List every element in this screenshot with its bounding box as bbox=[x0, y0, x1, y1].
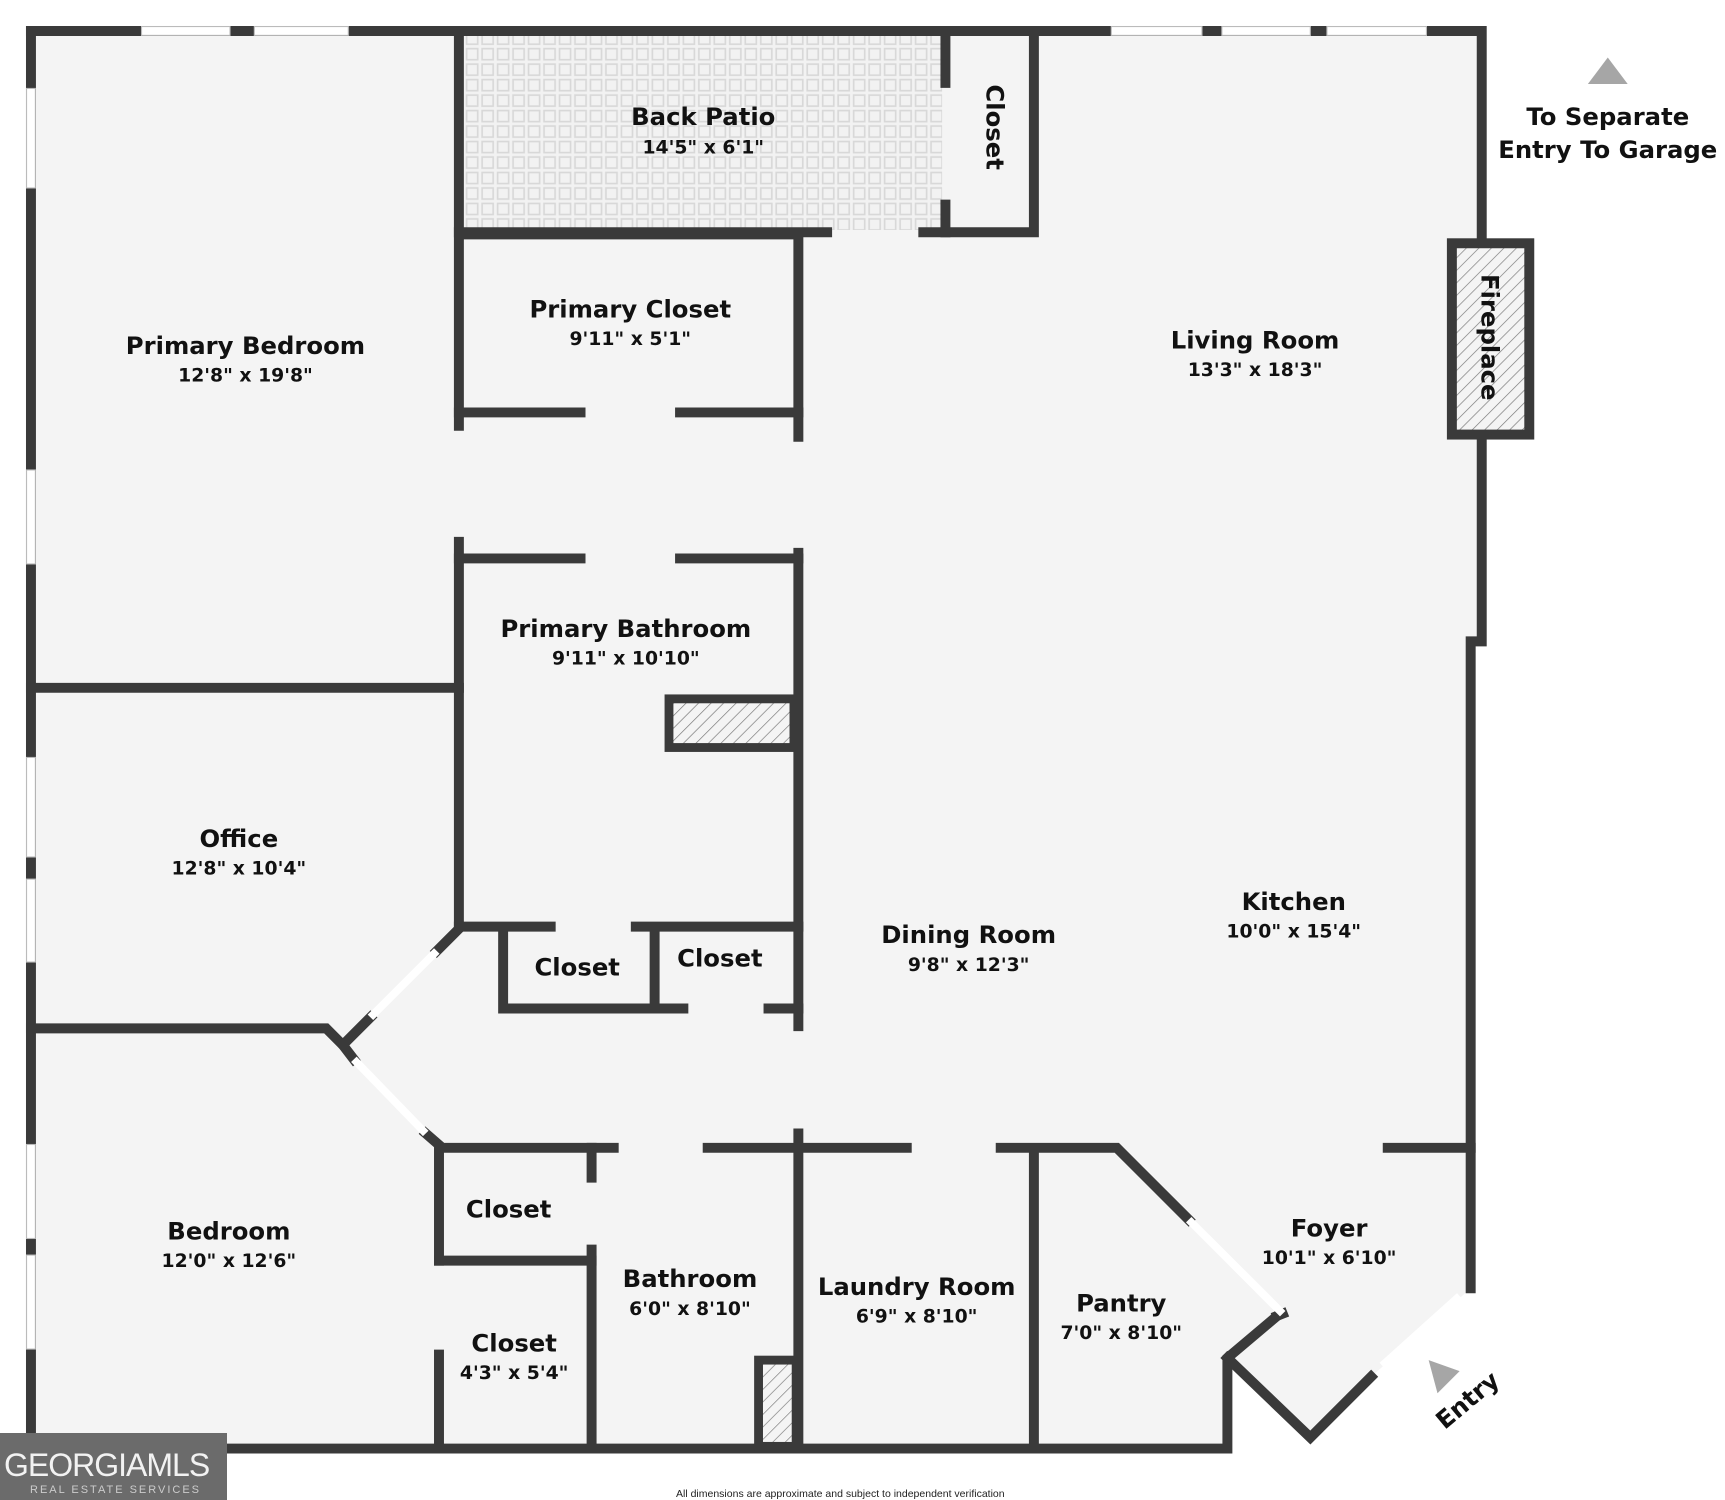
room-name: Foyer bbox=[1291, 1213, 1368, 1242]
exterior-wall bbox=[25, 25, 1487, 1294]
room-name: Bathroom bbox=[623, 1264, 758, 1293]
room-name: Closet bbox=[471, 1328, 557, 1357]
windows bbox=[25, 25, 1427, 1350]
entry-arrow-icon bbox=[1428, 1360, 1460, 1394]
room-name: Bedroom bbox=[167, 1217, 290, 1246]
entry-bay-wall bbox=[1220, 1350, 1379, 1445]
fireplace bbox=[1446, 238, 1535, 440]
exterior-wall-bottom bbox=[25, 25, 1285, 1454]
room-dims: 12'8" x 10'4" bbox=[172, 859, 307, 880]
room-name: Kitchen bbox=[1242, 887, 1346, 916]
room-name: Closet bbox=[466, 1194, 552, 1223]
disclaimer: All dimensions are approximate and subje… bbox=[676, 1488, 1005, 1500]
room-dims: 9'8" x 12'3" bbox=[908, 955, 1030, 976]
room-dims: 10'0" x 15'4" bbox=[1226, 922, 1361, 943]
room-name: Closet bbox=[980, 84, 1009, 170]
room-name: Office bbox=[200, 824, 279, 853]
room-dims: 10'1" x 6'10" bbox=[1262, 1248, 1397, 1269]
room-name: Closet bbox=[677, 943, 763, 972]
patio-paving bbox=[464, 35, 943, 231]
interior-doors bbox=[351, 948, 1286, 1317]
room-name: Laundry Room bbox=[818, 1272, 1016, 1301]
room-dims: 14'5" x 6'1" bbox=[642, 138, 764, 159]
room-name: Dining Room bbox=[881, 920, 1056, 949]
room-name: Living Room bbox=[1171, 325, 1340, 354]
logo-sub: REAL ESTATE SERVICES bbox=[30, 1484, 202, 1496]
garage-arrow-icon bbox=[1587, 57, 1628, 85]
garage-note: Entry To Garage bbox=[1498, 135, 1717, 164]
garage-note: To Separate bbox=[1526, 102, 1689, 131]
room-dims: 12'0" x 12'6" bbox=[162, 1251, 297, 1272]
bath-fixture-2 bbox=[754, 1355, 801, 1451]
room-name: Fireplace bbox=[1476, 274, 1505, 400]
room-dims: 6'9" x 8'10" bbox=[856, 1307, 978, 1328]
georgia-mls-logo: GEORGIAMLS REAL ESTATE SERVICES bbox=[0, 1433, 227, 1500]
room-name: Primary Bedroom bbox=[126, 331, 365, 360]
room-dims: 6'0" x 8'10" bbox=[629, 1299, 751, 1320]
room-name: Back Patio bbox=[631, 102, 775, 131]
room-name: Closet bbox=[534, 952, 620, 981]
room-dims: 9'11" x 10'10" bbox=[552, 649, 700, 670]
logo-main: GEORGIAMLS bbox=[4, 1447, 210, 1483]
room-dims: 9'11" x 5'1" bbox=[569, 329, 691, 350]
interior-walls bbox=[25, 25, 1476, 1454]
room-dims: 7'0" x 8'10" bbox=[1060, 1323, 1182, 1344]
room-name: Primary Bathroom bbox=[500, 614, 751, 643]
room-dims: 13'3" x 18'3" bbox=[1188, 360, 1323, 381]
room-name: Pantry bbox=[1076, 1288, 1166, 1317]
room-dims: 12'8" x 19'8" bbox=[178, 365, 313, 386]
bath-fixture bbox=[664, 694, 799, 752]
room-dims: 4'3" x 5'4" bbox=[460, 1363, 569, 1384]
room-name: Primary Closet bbox=[529, 294, 731, 323]
